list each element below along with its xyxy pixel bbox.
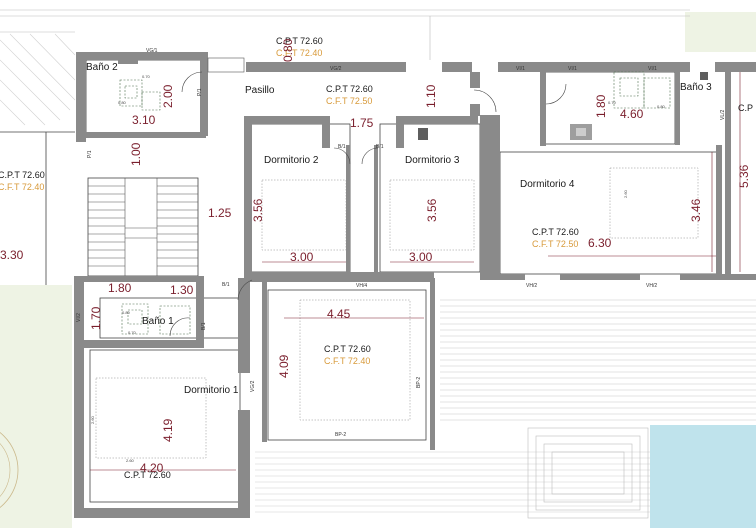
label-vi1b: VI/1 <box>568 66 577 72</box>
dim-dorm3-height: 3.56 <box>425 198 439 222</box>
label-dim-0-80c: 0.80 <box>122 310 131 315</box>
level-dorm1-cpt: C.P.T 72.60 <box>124 470 171 480</box>
stair-treads <box>88 178 198 276</box>
pool <box>650 425 756 528</box>
level-left-cpt: C.P.T 72.60 <box>0 170 45 180</box>
dim-hall-1-75: 1.75 <box>350 116 374 130</box>
dim-bano3-height: 1.80 <box>594 94 608 118</box>
dim-dorm2-width: 3.00 <box>290 250 314 264</box>
label-dim-0-70b: 0.70 <box>608 100 617 105</box>
deck-lower-middle <box>255 451 650 513</box>
lawn-top-right <box>685 12 756 52</box>
label-b1d: B/1 <box>201 322 207 330</box>
level-pasillo-cpt: C.P.T 72.60 <box>326 84 373 94</box>
fixtures <box>119 71 671 335</box>
label-vh2a: VH/2 <box>526 283 537 289</box>
label-p1a: P/1 <box>197 88 203 96</box>
room-dormitorio-3: Dormitorio 3 <box>405 155 460 166</box>
dim-left-3-30: 3.30 <box>0 248 24 262</box>
label-dim-0-70a: 0.70 <box>142 74 151 79</box>
level-dorm4-cpt: C.P.T 72.60 <box>532 227 579 237</box>
dim-bano2-height: 2.00 <box>161 84 175 108</box>
dim-bano3-width: 4.60 <box>620 107 644 121</box>
door-swings <box>169 71 567 337</box>
room-dormitorio-2: Dormitorio 2 <box>264 155 319 166</box>
label-vi1a: VI/1 <box>516 66 525 72</box>
label-b1b: B/1 <box>376 144 384 150</box>
window-strip-top <box>207 57 245 73</box>
label-vh2b: VH/2 <box>646 283 657 289</box>
dim-stair-gap: 1.00 <box>129 142 143 166</box>
level-top-cft: C.F.T 72.40 <box>276 48 322 58</box>
label-dim-0-80a: 0.80 <box>118 100 127 105</box>
label-bp2a: BP-2 <box>335 432 346 438</box>
deck-lower-right <box>440 299 756 421</box>
label-vg2: VG/2 <box>330 66 342 72</box>
dim-right-height: 5.36 <box>737 164 751 188</box>
dimension-lines <box>90 72 741 471</box>
level-top-cpt: C.P.T 72.60 <box>276 36 323 46</box>
label-bp2b: BP-2 <box>416 377 422 388</box>
dim-hall-1-25: 1.25 <box>208 206 232 220</box>
dim-pasillo-width: 1.10 <box>424 84 438 108</box>
wall-blocks-dark <box>418 72 708 140</box>
exterior-hatch-left <box>0 33 76 126</box>
bath-fixture <box>576 128 586 136</box>
label-vg1: VG/1 <box>146 48 158 54</box>
label-p1b: P/1 <box>87 150 93 158</box>
dim-bano1-height: 1.70 <box>89 306 103 330</box>
level-pasillo-cft: C.F.T 72.50 <box>326 96 372 106</box>
dim-terrace-height: 4.09 <box>277 354 291 378</box>
walls <box>74 52 756 518</box>
label-vi2: VI/2 <box>76 313 82 322</box>
steps-lower <box>527 427 649 519</box>
dim-dorm1-width: 4.20 <box>140 461 164 475</box>
label-dim-0-80b: 0.80 <box>657 104 666 109</box>
lawn-left <box>0 285 72 528</box>
room-bano-3: Baño 3 <box>680 82 712 93</box>
room-bano-1: Baño 1 <box>142 316 174 327</box>
dim-bano2-width: 3.10 <box>132 113 156 127</box>
label-vl2: VL/2 <box>720 109 726 120</box>
level-left-cft: C.F.T 72.40 <box>0 182 44 192</box>
room-bano-2: Baño 2 <box>86 62 118 73</box>
dim-dorm3-width: 3.00 <box>409 250 433 264</box>
label-dim-2-60a: 2.60 <box>623 189 628 198</box>
dim-bano1-width-b: 1.30 <box>170 283 194 297</box>
dim-dorm4-height: 3.46 <box>689 198 703 222</box>
label-dim-0-70c: 0.70 <box>128 330 137 335</box>
label-vh4: VH/4 <box>356 283 367 289</box>
dim-bano1-width-a: 1.80 <box>108 281 132 295</box>
level-terrace-cft: C.F.T 72.40 <box>324 356 370 366</box>
label-dim-2-60b: 2.60 <box>90 415 95 424</box>
dim-dorm1-height: 4.19 <box>161 418 175 442</box>
label-b1c: B/1 <box>222 282 230 288</box>
dim-top-gap: 0.80 <box>281 38 295 62</box>
dim-dorm4-width: 6.30 <box>588 236 612 250</box>
room-pasillo: Pasillo <box>245 85 275 96</box>
bed-outlines <box>95 167 699 459</box>
label-b1a: B/1 <box>338 144 346 150</box>
label-dim-2-60c: 2.60 <box>126 458 135 463</box>
dim-terrace-width: 4.45 <box>327 307 351 321</box>
room-dormitorio-4: Dormitorio 4 <box>520 179 575 190</box>
level-terrace-cpt: C.P.T 72.60 <box>324 344 371 354</box>
label-vg2v: VG/2 <box>250 380 256 392</box>
level-dorm4-cft: C.F.T 72.50 <box>532 239 578 249</box>
label-vi1c: VI/1 <box>648 66 657 72</box>
circular-feature <box>0 432 19 508</box>
room-dormitorio-1: Dormitorio 1 <box>184 385 239 396</box>
level-right-cpt: C.P <box>738 103 753 113</box>
dim-dorm2-height: 3.56 <box>251 198 265 222</box>
top-strip <box>0 9 690 60</box>
